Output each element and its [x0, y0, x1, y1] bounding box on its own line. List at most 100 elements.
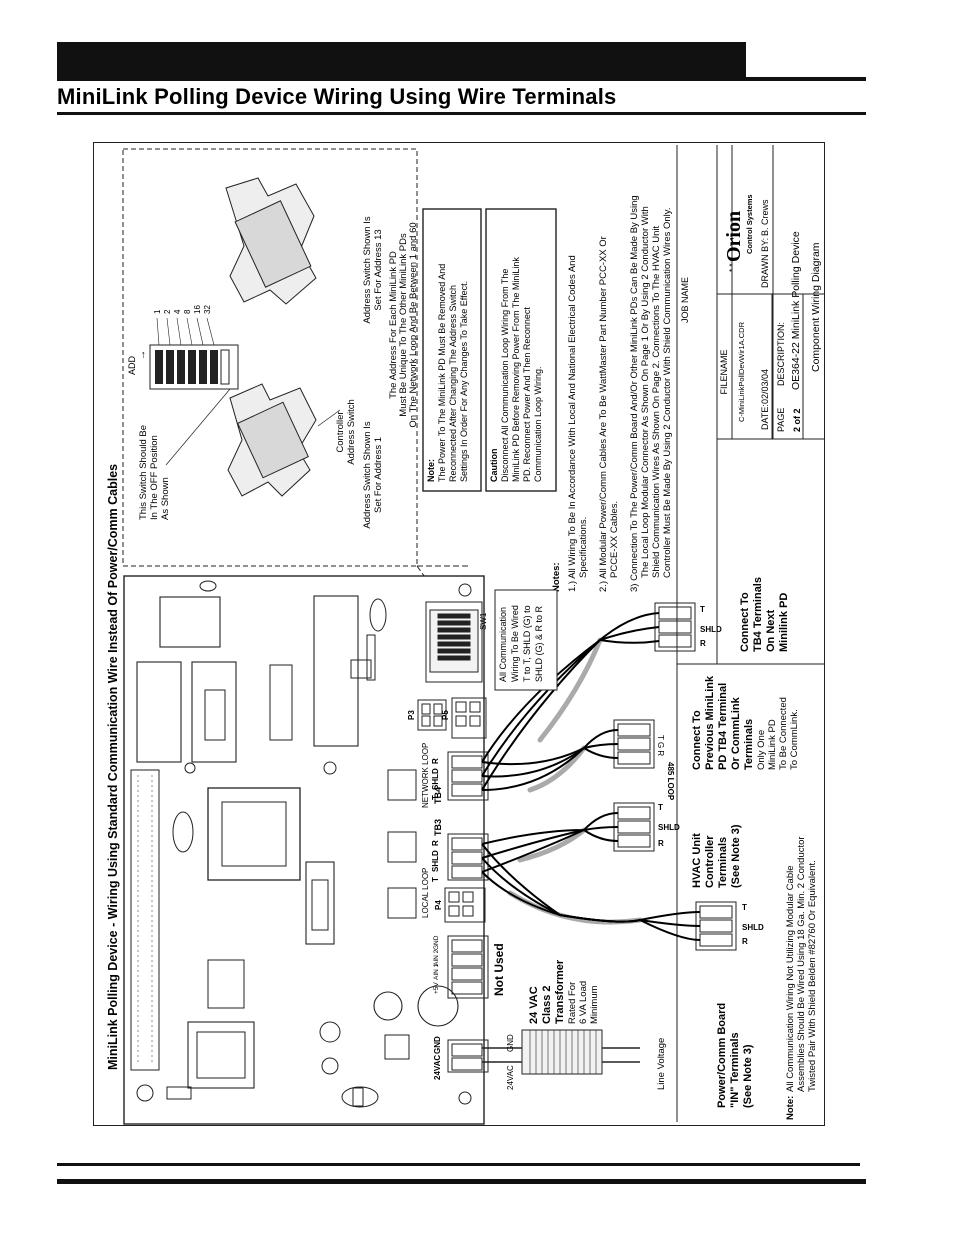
callout-power-comm: Power/Comm Board "IN" Terminals (See Not…	[716, 1003, 754, 1108]
svg-text:SHLD: SHLD	[700, 625, 722, 634]
svg-text:3) Connection To The Power/Com: 3) Connection To The Power/Comm Board An…	[629, 195, 640, 592]
dip-value-1: 1	[153, 309, 162, 314]
svg-text:Or CommLink: Or CommLink	[730, 696, 742, 770]
comm-wiring-note: All Communication Wiring To Be Wired T t…	[498, 605, 544, 682]
svg-text:1.) All Wiring To Be In Accord: 1.) All Wiring To Be In Accordance With …	[567, 255, 578, 592]
tb4-r: R	[431, 758, 440, 764]
svg-text:Power/Comm Board: Power/Comm Board	[716, 1003, 728, 1108]
leader-line	[317, 409, 341, 427]
local-loop-label: LOCAL LOOP	[421, 868, 430, 918]
unique-address-note: The Address For Each MiniLink PD Must Be…	[388, 222, 419, 427]
dip-switch-illustration-1	[227, 383, 317, 497]
tb3-r: R	[431, 840, 440, 846]
note-box-text: Note: The Power To The MiniLink PD Must …	[426, 264, 469, 482]
page-title: MiniLink Polling Device Wiring Using Wir…	[57, 84, 617, 109]
leader-line	[165, 388, 231, 466]
analog-input-terminal	[447, 935, 489, 999]
footer-rule-thick	[57, 1179, 866, 1184]
svg-text:Address Switch: Address Switch	[346, 399, 357, 464]
dip-leader-lines	[156, 317, 215, 346]
dip-switch-small	[149, 344, 239, 390]
svg-text:The Power To The MiniLink PD M: The Power To The MiniLink PD Must Be Rem…	[437, 264, 447, 482]
analog-input-labels: GND AIN 2 AIN 1 +5V	[433, 935, 440, 994]
plug-hvac	[613, 802, 655, 852]
svg-text:Rated For: Rated For	[567, 982, 578, 1024]
svg-text:Settings In Order For Any Chan: Settings In Order For Any Changes To Tak…	[459, 281, 469, 482]
svg-text:Connect To: Connect To	[739, 592, 751, 652]
sw1-label: SW1	[479, 612, 488, 630]
svg-text:R: R	[742, 937, 748, 946]
svg-text:(See Note 3): (See Note 3)	[730, 824, 742, 888]
general-notes: Notes: 1.) All Wiring To Be In Accordanc…	[551, 195, 673, 592]
tb3-shld: SHLD	[431, 850, 440, 872]
sw1-dip-switch	[425, 601, 483, 683]
date-label: DATE:	[760, 404, 770, 430]
controller-address-label: Controller Address Switch	[335, 399, 357, 464]
filename-value: C-MiniLinkPollDevWir1A.CDR	[737, 321, 746, 422]
svg-text:This Switch Should Be: This Switch Should Be	[138, 425, 149, 520]
svg-text:Only One: Only One	[756, 730, 767, 770]
svg-text:As Shown: As Shown	[160, 477, 171, 520]
title-rule	[57, 112, 866, 115]
orion-logo-sub: Control Systems	[745, 194, 754, 254]
svg-text:Note:: Note:	[785, 1096, 796, 1120]
svg-text:Terminals: Terminals	[743, 719, 755, 770]
svg-text:Disconnect All Communication L: Disconnect All Communication Loop Wiring…	[500, 269, 510, 482]
p3-label: P3	[407, 710, 416, 720]
svg-text:Caution: Caution	[489, 449, 499, 483]
svg-text:Controller: Controller	[704, 835, 716, 888]
tb3-label: TB3	[433, 819, 443, 836]
svg-text:MiniLink PD Before Removing Po: MiniLink PD Before Removing Power From T…	[511, 257, 521, 482]
drawn-by-value: B. Crews	[760, 199, 770, 236]
svg-text:On Next: On Next	[765, 609, 777, 652]
callout-previous-sub: Only One MiniLink PD To Be Connected To …	[756, 697, 800, 770]
svg-text:Class 2: Class 2	[541, 985, 553, 1024]
svg-text:Communication Loop Wiring.: Communication Loop Wiring.	[533, 366, 543, 482]
svg-text:To CommLink.: To CommLink.	[789, 709, 800, 770]
svg-text:Transformer: Transformer	[554, 959, 566, 1024]
add-label: ADD	[127, 355, 137, 375]
description-line2: Component Wiring Diagram	[810, 242, 822, 372]
svg-text:PCCE-XX Cables.: PCCE-XX Cables.	[609, 501, 620, 578]
svg-text:Terminals: Terminals	[717, 837, 729, 888]
svg-text:PD. Reconnect Power And Then R: PD. Reconnect Power And Then Reconnect	[522, 307, 532, 482]
svg-text:Must Be Unique To The Other Mi: Must Be Unique To The Other MiniLink PDs	[398, 233, 409, 417]
logo-stars-icon: * * *	[728, 258, 737, 272]
line-voltage-label: Line Voltage	[656, 1038, 667, 1090]
caution-box	[485, 208, 557, 492]
page-value: 2 of 2	[792, 408, 802, 432]
diagram-frame	[93, 142, 825, 1126]
tb4-shld: SHLD	[431, 768, 440, 790]
power-24vac-label: 24VAC	[433, 1055, 442, 1080]
bottom-note: Note: All Communication Wiring Not Utili…	[785, 836, 818, 1120]
p4-header	[444, 887, 486, 923]
svg-text:Minimum: Minimum	[589, 985, 600, 1024]
svg-text:PD TB4 Terminal: PD TB4 Terminal	[717, 683, 729, 770]
svg-text:On The Network Loop And Be Bet: On The Network Loop And Be Between 1 and…	[408, 222, 419, 427]
drawn-by-label: DRAWN BY:	[760, 238, 770, 288]
svg-text:SHLD: SHLD	[658, 823, 680, 832]
svg-text:In The OFF Position: In The OFF Position	[149, 435, 160, 520]
p3-header	[417, 699, 447, 731]
svg-text:All Communication: All Communication	[498, 607, 508, 682]
svg-text:Note:: Note:	[426, 459, 436, 482]
svg-text:T: T	[700, 605, 705, 614]
callout-transformer-sub: Rated For 6 VA Load Minimum	[567, 981, 600, 1024]
svg-text:GND: GND	[433, 935, 440, 950]
svg-text:Reconnected After Changing The: Reconnected After Changing The Address S…	[448, 285, 458, 482]
description-line1: OE364-22 MiniLink Polling Device	[790, 231, 802, 390]
dip-value-16: 16	[193, 305, 202, 314]
svg-text:MiniLink PD: MiniLink PD	[767, 719, 778, 770]
plug-power-comm	[695, 901, 737, 951]
caution-box-text: Caution Disconnect All Communication Loo…	[489, 257, 543, 482]
title-block	[676, 145, 825, 1122]
transformer-24vac-label: 24VAC	[506, 1065, 515, 1090]
header-rule	[57, 77, 866, 81]
power-terminal	[447, 1039, 489, 1073]
dip-switch-illustration-2	[225, 177, 317, 305]
svg-text:AIN 1: AIN 1	[433, 963, 440, 980]
svg-text:Set For Address 13: Set For Address 13	[373, 229, 384, 310]
plug-terminal-letters: T SHLD R T SHLD R T SHLD R	[658, 605, 764, 946]
svg-text:Controller Must Be Made By Usi: Controller Must Be Made By Using 2 Condu…	[662, 208, 673, 578]
comm-wiring-note-box	[494, 589, 558, 691]
